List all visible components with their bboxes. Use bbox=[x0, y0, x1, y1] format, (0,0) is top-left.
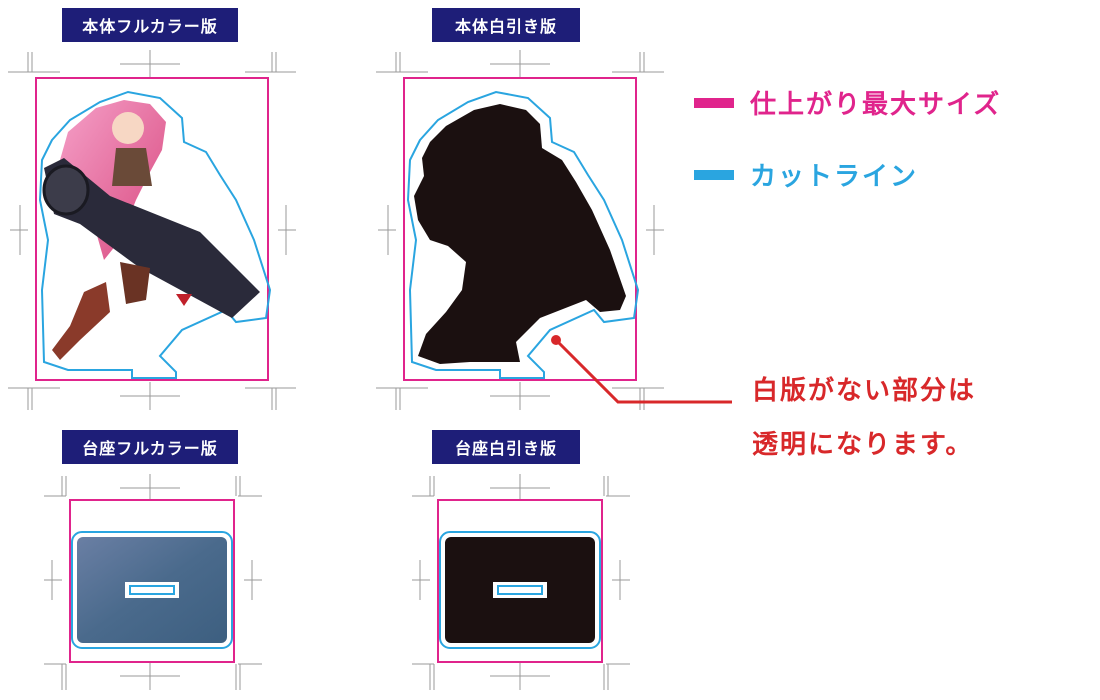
legend-cut-swatch bbox=[694, 169, 734, 180]
note-line-2: 透明になります。 bbox=[752, 430, 974, 460]
trim-frame-body-fullcolor bbox=[35, 77, 269, 381]
slot-cutline-fullcolor bbox=[129, 585, 175, 595]
panel-label-base-white: 台座白引き版 bbox=[432, 430, 580, 464]
cutline-base-white bbox=[439, 531, 601, 649]
trim-frame-body-white bbox=[403, 77, 637, 381]
white-plate-silhouette bbox=[414, 104, 626, 364]
crop-marks-base-left bbox=[44, 474, 262, 690]
slot-hole-white bbox=[493, 582, 547, 598]
transparency-note: 白版がない部分は 透明になります。 bbox=[752, 364, 976, 472]
legend-trim-swatch bbox=[694, 97, 734, 108]
trim-frame-base-fullcolor bbox=[69, 499, 235, 663]
note-line-1: 白版がない部分は bbox=[752, 376, 977, 406]
crop-marks-base-right bbox=[412, 474, 630, 690]
slot-hole-fullcolor bbox=[125, 582, 179, 598]
trim-frame-base-white bbox=[437, 499, 603, 663]
legend-trim: 仕上がり最大サイズ bbox=[694, 84, 1001, 121]
panel-label-body-white: 本体白引き版 bbox=[432, 8, 580, 42]
legend-trim-label: 仕上がり最大サイズ bbox=[750, 90, 1002, 120]
callout-line bbox=[554, 338, 732, 404]
crop-marks-body-left bbox=[8, 50, 296, 410]
slot-cutline-white bbox=[497, 585, 543, 595]
character-illustration bbox=[42, 100, 260, 360]
legend-cut: カットライン bbox=[694, 156, 918, 193]
panel-label-base-fullcolor: 台座フルカラー版 bbox=[62, 430, 238, 464]
cutline-body-white bbox=[406, 90, 640, 379]
crop-marks-body-right bbox=[376, 50, 664, 410]
cutline-base-fullcolor bbox=[71, 531, 233, 649]
panel-label-body-fullcolor: 本体フルカラー版 bbox=[62, 8, 238, 42]
legend-cut-label: カットライン bbox=[750, 162, 919, 192]
